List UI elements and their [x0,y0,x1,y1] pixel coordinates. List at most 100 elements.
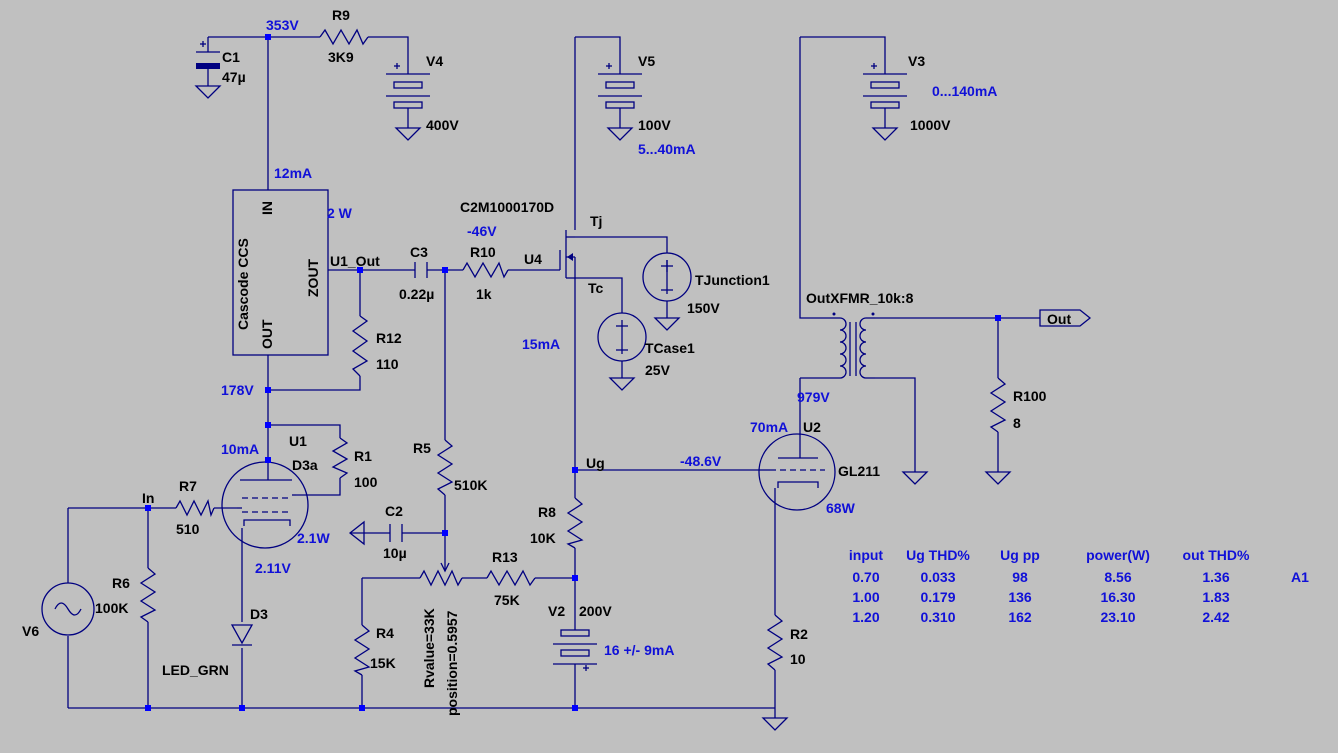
results-cell: 0.310 [920,609,955,625]
results-cell: 16.30 [1100,589,1135,605]
results-cell: 98 [1012,569,1028,585]
v2-value: 200V [579,603,612,619]
tj-ref: TJunction1 [695,272,770,288]
r7-symbol [175,499,215,518]
results-cell: 1.36 [1202,569,1229,585]
r10-ref: R10 [470,244,496,260]
results-cell: 2.42 [1202,609,1229,625]
junctions [145,34,1001,711]
v2-symbol [553,625,597,672]
u2-part: GL211 [838,463,880,479]
v5-value: 100V [638,117,671,133]
v5-note: 5...40mA [638,141,696,157]
r7-value: 510 [176,521,200,537]
ann-10ma: 10mA [221,441,259,457]
ann-21w: 2.1W [297,530,330,546]
v3-note: 0...140mA [932,83,997,99]
ann-178v: 178V [221,382,254,398]
v3-symbol [863,60,907,109]
ann-979v: 979V [797,389,830,405]
results-cell: 1.20 [852,609,879,625]
r100-value: 8 [1013,415,1021,431]
u4-tj: Tj [590,213,602,229]
ann-486v: -48.6V [680,453,722,469]
results-header: Ug THD% [906,547,970,563]
c3-symbol [414,262,428,278]
u4-part: C2M1000170D [460,199,554,215]
r6-value: 100K [95,600,128,616]
r5-symbol [436,439,454,496]
r12-value: 110 [376,356,399,372]
v5-ref: V5 [638,53,655,69]
net-out: Out [1047,311,1071,327]
out-port [1039,309,1092,327]
results-cell: 136 [1008,589,1032,605]
results-cell: 0.179 [920,589,955,605]
ccs-zout: ZOUT [305,258,321,297]
r9-symbol [319,28,369,46]
d3-ref: D3 [250,606,268,622]
ann-353v: 353V [266,17,299,33]
c1-symbol [196,41,220,80]
r1-ref: R1 [354,448,372,464]
v6-ref: V6 [22,623,39,639]
ccs-title: Cascode CCS [235,238,251,330]
v4-ref: V4 [426,53,443,69]
pot-position: position=0.5957 [444,610,460,716]
r2-symbol [766,614,784,671]
r5-value: 510K [454,477,487,493]
c3-value: 0.22µ [399,286,434,302]
r12-symbol [351,315,369,377]
u2-ref: U2 [803,419,821,435]
u4-symbol [559,230,576,279]
ccs-out: OUT [259,319,275,349]
r4-ref: R4 [376,625,394,641]
r100-symbol [989,377,1007,433]
ann-70ma: 70mA [750,419,788,435]
v3-ref: V3 [908,53,925,69]
u1-ref: U1 [289,433,307,449]
net-in: In [142,490,154,506]
c1-value: 47µ [222,69,246,85]
c3-ref: C3 [410,244,428,260]
ann-68w: 68W [826,500,856,516]
r10-value: 1k [476,286,492,302]
results-cell: 162 [1008,609,1032,625]
results-header: input [849,547,884,563]
r1-value: 100 [354,474,378,490]
d3-symbol [230,624,254,646]
r4-value: 15K [370,655,396,671]
tc-ref: TCase1 [645,340,695,356]
v6-symbol [41,582,95,636]
r8-symbol [566,497,584,549]
results-cell: 0.70 [852,569,879,585]
r13-symbol [486,569,536,587]
r1-symbol [331,437,349,479]
c2-symbol [348,520,403,546]
r13-ref: R13 [492,549,518,565]
results-header: power(W) [1086,547,1150,563]
u2-symbol [758,433,836,511]
ann-15ma: 15mA [522,336,560,352]
ann-12ma: 12mA [274,165,312,181]
results-cell: 1.00 [852,589,879,605]
r7-ref: R7 [179,478,197,494]
r8-ref: R8 [538,504,556,520]
r6-ref: R6 [112,575,130,591]
tj-value: 150V [687,300,720,316]
ground-symbols [194,85,1012,731]
r12-ref: R12 [376,330,402,346]
net-ug: Ug [586,455,605,471]
c2-value: 10µ [383,545,407,561]
ann-211v: 2.11V [255,560,291,576]
r13-value: 75K [494,592,520,608]
ann-46v: -46V [467,223,497,239]
r2-ref: R2 [790,626,808,642]
r6-symbol [139,567,157,623]
xfmr-ref: OutXFMR_10k:8 [806,290,914,306]
tjunction-symbol [642,252,692,302]
v4-value: 400V [426,117,459,133]
results-header: Ug pp [1000,547,1040,563]
